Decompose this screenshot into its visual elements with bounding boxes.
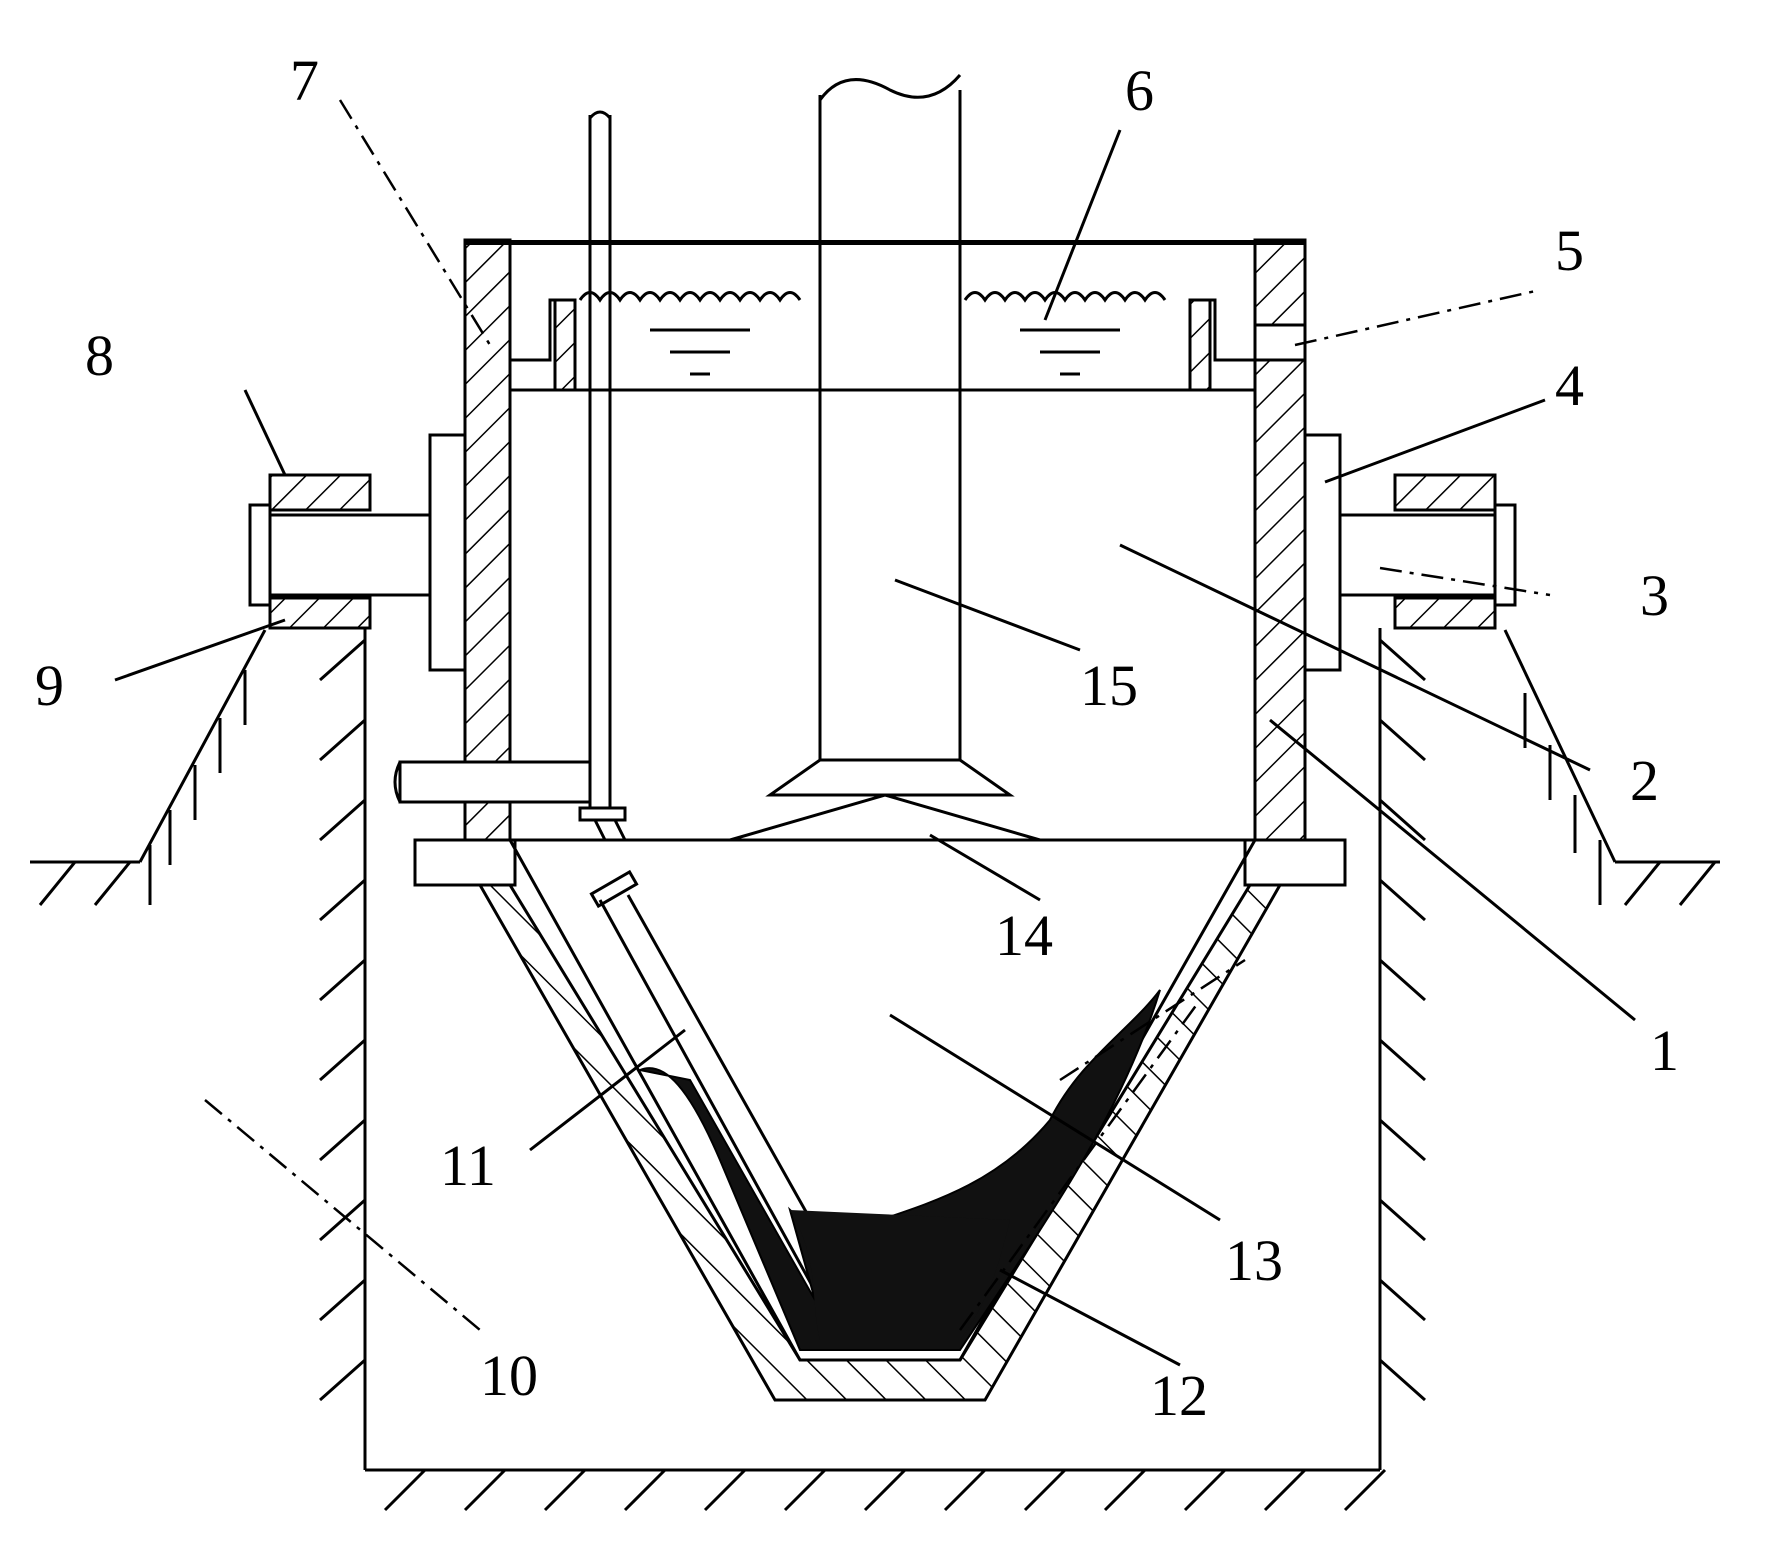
leader-lines [114,99,1636,1367]
discharge-pipe [393,110,852,1301]
label-7: 7 [290,48,319,113]
label-13: 13 [1225,1228,1283,1293]
label-11: 11 [440,1133,496,1198]
trunnion-flanges [428,433,1342,672]
label-8: 8 [85,323,114,388]
label-10: 10 [480,1343,538,1408]
label-5: 5 [1555,218,1584,283]
label-3: 3 [1640,563,1669,628]
label-15: 15 [1080,653,1138,718]
sludge-layer [636,989,1161,1351]
label-12: 12 [1150,1363,1208,1428]
label-9: 9 [35,653,64,718]
label-14: 14 [995,903,1053,968]
central-feed-pipe [729,74,1041,842]
part-labels: 1 2 3 4 5 6 7 8 9 10 11 12 13 14 15 [35,48,1679,1428]
label-2: 2 [1630,748,1659,813]
reference-lines [204,958,1246,1331]
label-1: 1 [1650,1018,1679,1083]
water-seal-trough [510,291,1307,392]
label-6: 6 [1125,58,1154,123]
label-4: 4 [1555,353,1584,418]
ground [30,628,1720,1512]
